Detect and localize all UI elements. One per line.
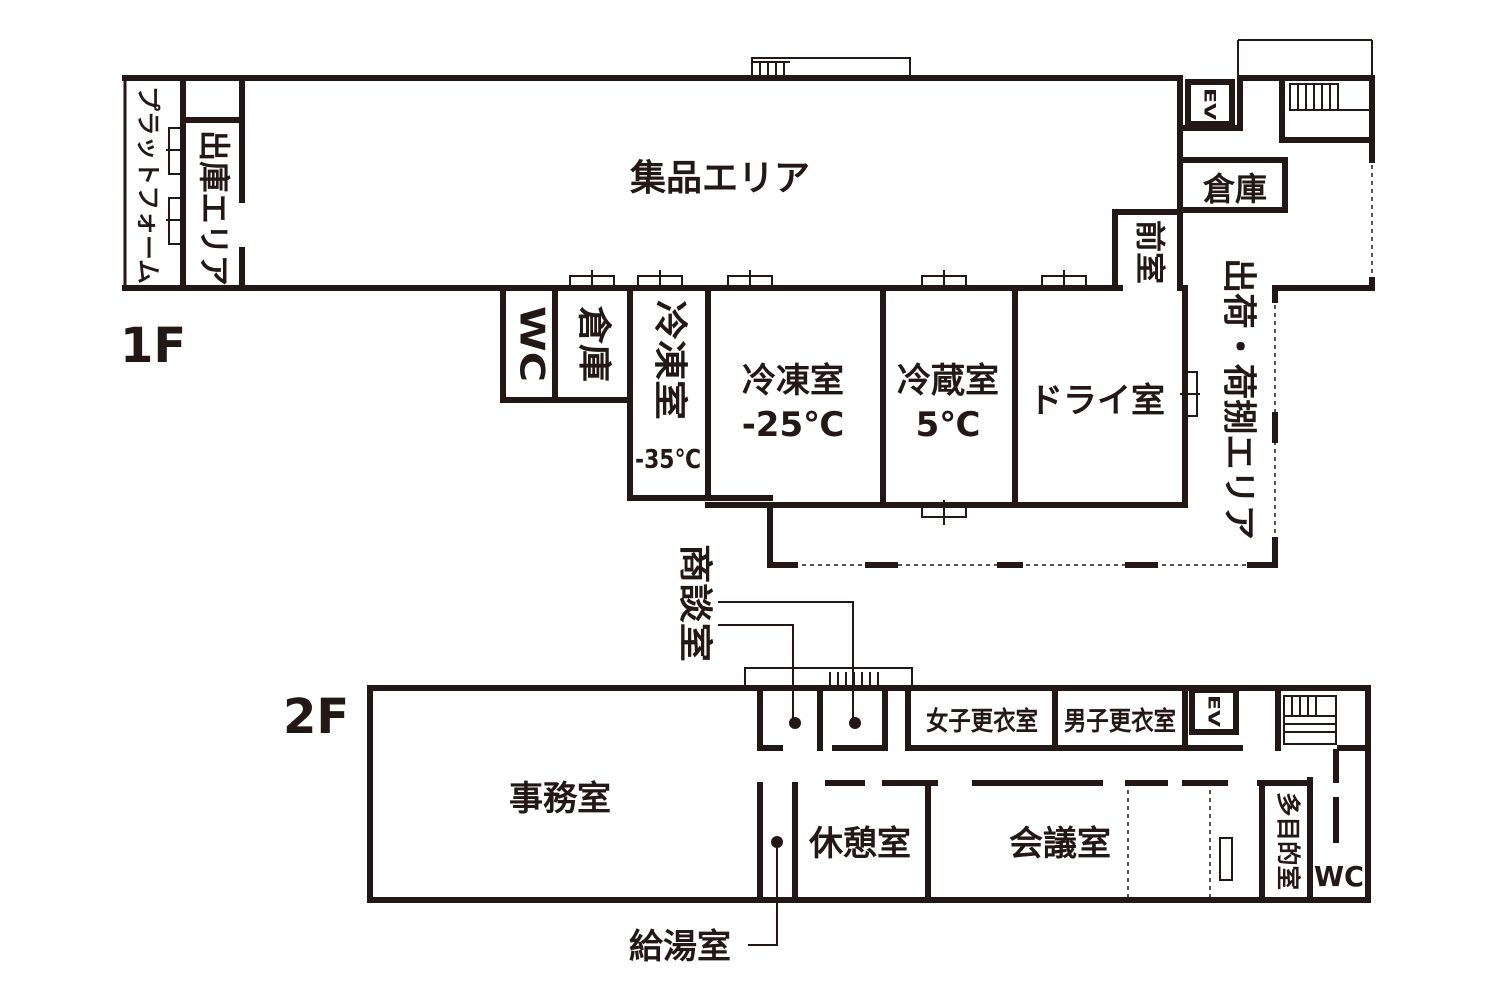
room-anteroom: 前室 [1132,220,1167,284]
room-shipping-sorting-area: 出荷・荷捌エリア [1219,258,1259,540]
room-freezer-temp: -25℃ [742,405,845,445]
floor-1-label: 1F [120,318,186,374]
room-multipurpose: 多目的室 [1274,792,1302,890]
sink-dot-icon [771,836,783,848]
room-platform: プラットフォーム [134,86,162,284]
room-collection-area: 集品エリア [629,158,810,199]
room-lounge: 休憩室 [808,824,911,864]
room-elevator-2f: EV [1205,695,1224,728]
room-storage: 倉庫 [574,305,614,382]
room-kitchenette: 給湯室 [629,927,731,967]
room-shipping-out: 出庫エリア [195,130,233,286]
room-wc-1f: WC [512,306,552,382]
room-conference: 会議室 [1009,824,1111,864]
room-cold-storage-temp: 5℃ [916,405,981,445]
sink-dot-icon [849,717,861,729]
room-cold-storage: 冷蔵室 [897,361,999,401]
room-office: 事務室 [509,779,611,819]
room-freezer: 冷凍室 [742,361,844,401]
room-women-locker: 女子更衣室 [926,706,1038,737]
room-meeting-small: 商談室 [675,544,715,662]
room-freezer-small-temp: -35℃ [635,445,701,475]
floor-2-plan: 2F 商談室 事務室 女子更衣室 男子更衣室 EV 休憩室 会議室 多目的室 W… [283,544,1371,967]
room-storage-ne: 倉庫 [1202,170,1267,208]
floor-2-label: 2F [283,689,349,745]
room-dry: ドライ室 [1029,381,1165,421]
room-men-locker: 男子更衣室 [1064,706,1176,737]
floor-1-plan: 1F 集品エリア プラットフォーム 出庫エリア EV 倉庫 前室 出荷・荷捌エリ… [120,39,1375,568]
room-elevator-1f: EV [1201,88,1220,121]
room-wc-2f: WC [1314,860,1364,893]
room-freezer-small: 冷凍室 [650,300,690,420]
sink-dot-icon [789,717,801,729]
